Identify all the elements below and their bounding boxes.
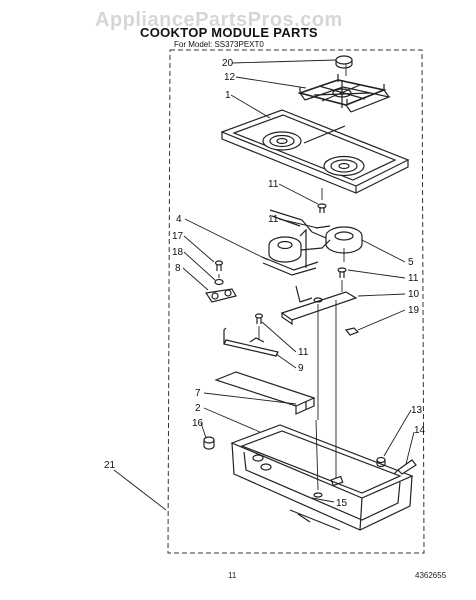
callout-11-b: 11 [268,214,279,225]
callout-2: 2 [195,403,201,414]
watermark: AppliancePartsPros.com [95,9,343,31]
callout-5: 5 [408,257,414,268]
callout-10: 10 [408,289,420,300]
part-grommet-13 [376,456,386,468]
callout-11-c: 11 [408,273,419,284]
model-number: For Model: SS373PEXT0 [174,40,264,49]
part-screw-17 [214,260,224,271]
callout-8: 8 [175,263,181,274]
callout-14: 14 [414,425,426,436]
callout-21: 21 [104,460,116,471]
part-washer-18 [214,278,224,286]
callout-15: 15 [336,498,348,509]
part-burner-right [269,209,363,254]
part-cooktop-plate [220,109,410,194]
callout-11-d: 11 [298,347,309,358]
callout-11-a: 11 [268,179,279,190]
part-grate-cap [335,55,353,69]
diagram-title: COOKTOP MODULE PARTS [140,25,318,40]
callout-17: 17 [172,231,184,242]
part-burner-left [261,228,331,276]
callout-20: 20 [222,58,234,69]
alignment-lines [218,64,347,491]
part-screw-lower [254,313,264,324]
part-fitting-16 [203,436,215,450]
callout-1: 1 [225,90,231,101]
part-screw-upper [317,203,327,213]
callout-numbers: 20 12 1 11 11 4 17 18 8 5 11 10 19 11 9 … [104,58,426,509]
part-nut-19 [344,327,360,336]
part-screw-right [337,267,347,278]
callout-7: 7 [195,388,201,399]
callout-16: 16 [192,418,204,429]
leader-lines [113,59,415,511]
assembly-boundary [167,49,425,554]
part-burner-box [230,424,414,531]
part-tube-15 [289,509,341,531]
callout-18: 18 [172,247,184,258]
document-number: 4362655 [415,571,447,580]
part-support-channel [214,371,316,415]
callout-4: 4 [176,214,182,225]
part-burner-grate [297,74,392,113]
callout-12: 12 [224,72,236,83]
part-screw-14 [393,459,417,475]
page-number: 11 [228,571,237,580]
callout-9: 9 [298,363,304,374]
part-mounting-bracket [280,285,358,326]
part-bracket-8 [204,288,237,303]
callout-13: 13 [411,405,423,416]
part-igniter-bar [223,327,279,357]
callout-19: 19 [408,305,420,316]
